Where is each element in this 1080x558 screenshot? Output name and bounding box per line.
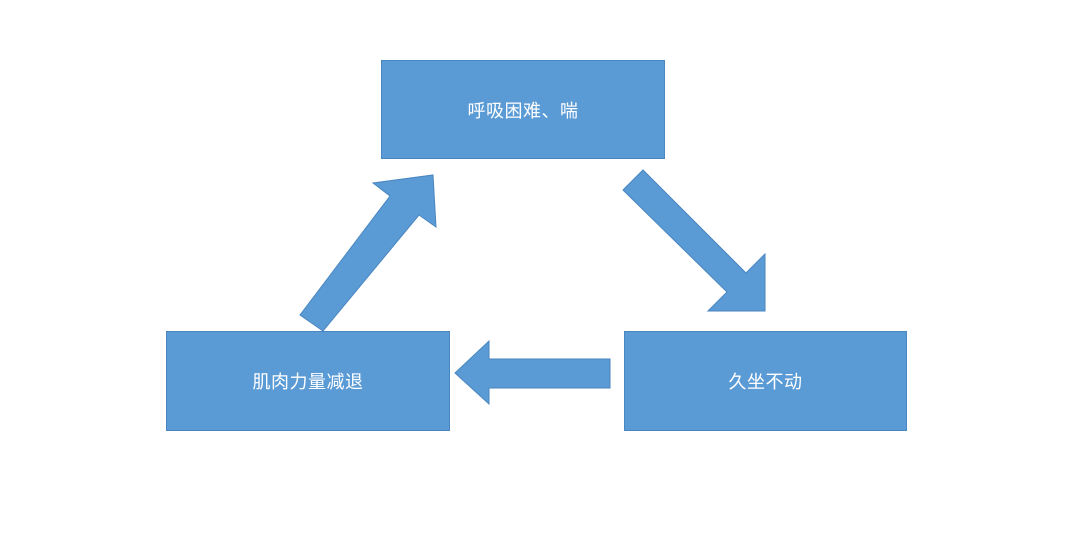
node-label: 久坐不动 <box>728 372 803 393</box>
arrow-left-to-top <box>299 174 437 332</box>
arrow-top-to-right <box>622 169 766 312</box>
node-muscle-weakness: 肌肉力量减退 <box>166 331 450 431</box>
node-label: 肌肉力量减退 <box>252 372 364 393</box>
node-sedentary: 久坐不动 <box>624 331 907 431</box>
node-label: 呼吸困难、喘 <box>467 100 579 122</box>
arrow-right-to-left <box>454 339 611 406</box>
node-breathing-difficulty: 呼吸困难、喘 <box>381 60 665 159</box>
